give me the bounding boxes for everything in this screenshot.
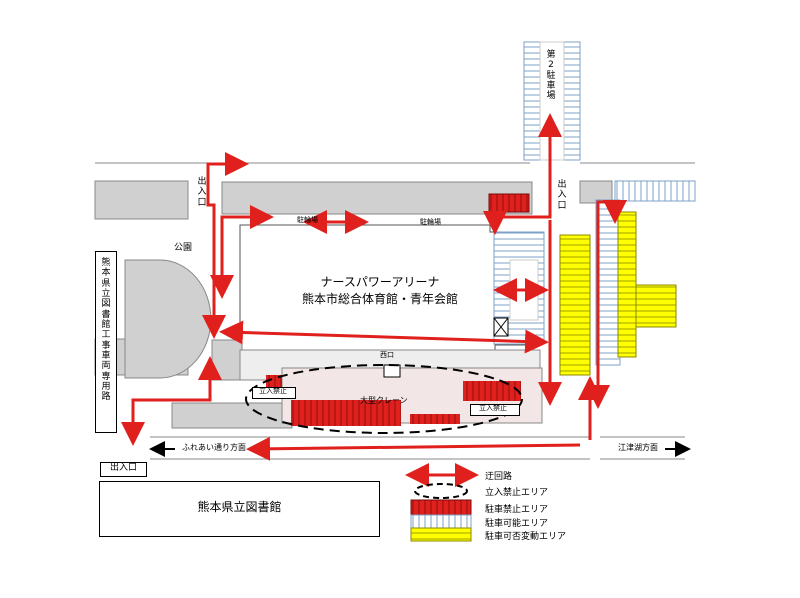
west-gate-label: 西口 — [380, 351, 394, 359]
road-left-label: ふれあい通り方面 — [182, 443, 246, 452]
library-box: 熊本県立図書館 — [99, 481, 380, 537]
detour-arrows — [121, 113, 627, 461]
no-parking-lower-2 — [291, 400, 401, 426]
road-right-label: 江津湖方面 — [618, 443, 658, 452]
legend-label-no-entry: 立入禁止エリア — [485, 488, 549, 498]
no-entry-sign-1: 立入禁止 — [252, 387, 296, 399]
parking-lot-label-1: 駐輪場 — [297, 216, 318, 224]
yellow-parking-right — [617, 211, 637, 358]
park-label: 公園 — [174, 243, 193, 253]
yellow-parking-left — [559, 234, 591, 376]
lower-building — [171, 402, 293, 429]
exit-label-left: 出入口 — [197, 177, 207, 208]
library-vertical-label: 熊本県立図書館工事車両専用路 — [101, 258, 111, 403]
no-parking-lower-4 — [463, 381, 521, 401]
bottom-exit-box: 出入口 — [100, 462, 147, 477]
exit-label-right: 出入口 — [557, 180, 567, 211]
legend-label-detour: 迂回路 — [485, 472, 513, 482]
right-white-parking — [614, 180, 696, 202]
legend-label-parking-ok: 駐車可能エリア — [485, 519, 549, 529]
legend-label-no-parking: 駐車禁止エリア — [485, 505, 549, 515]
library-label: 熊本県立図書館 — [197, 500, 282, 514]
library-vertical-box: 熊本県立図書館工事車両専用路 — [95, 251, 117, 433]
no-entry-ellipse — [245, 364, 523, 434]
upper-building — [221, 181, 533, 215]
park-shape — [124, 259, 212, 379]
no-entry-sign-2: 立入禁止 — [470, 404, 520, 416]
parking-lot-label-2: 駐輪場 — [420, 218, 441, 226]
legend-graphics — [405, 463, 479, 542]
crane-label: 大型クレーン — [360, 396, 408, 405]
arena-name: ナースパワーアリーナ — [320, 275, 440, 289]
left-building — [94, 180, 189, 220]
no-parking-lower-3 — [410, 414, 460, 424]
legend-label-parking-variable: 駐車可否変動エリア — [485, 532, 567, 542]
no-parking-upper — [488, 193, 530, 213]
arena-subtitle: 熊本市総合体育館・青年会館 — [301, 292, 458, 306]
